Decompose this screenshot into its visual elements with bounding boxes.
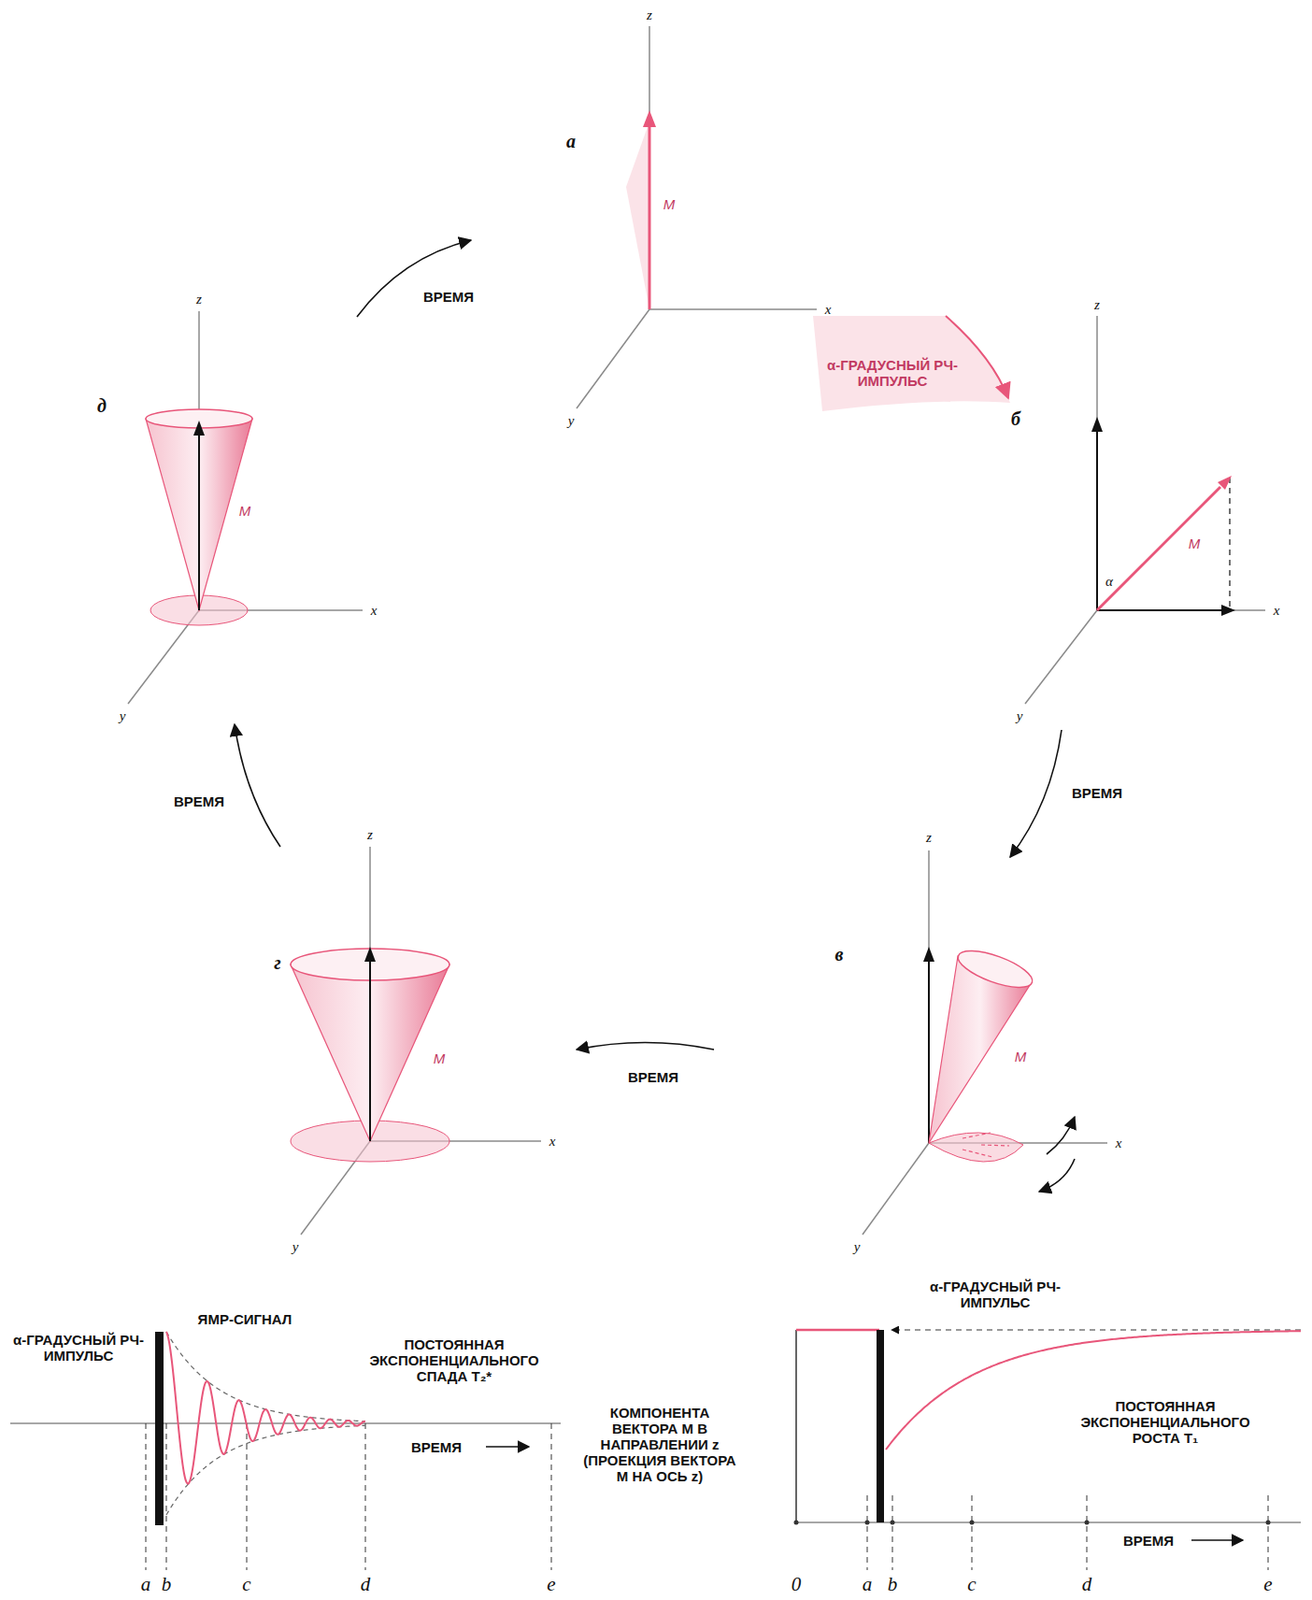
- time-label: ВРЕМЯ: [1123, 1532, 1174, 1549]
- cone-rim: [954, 942, 1038, 995]
- graph-note: ПОСТОЯННАЯ ЭКСПОНЕНЦИАЛЬНОГО СПАДА T₂*: [360, 1336, 548, 1384]
- pulse-label: α-ГРАДУСНЫЙ РЧ-ИМПУЛЬС: [822, 356, 963, 389]
- time-point-label: b: [887, 1572, 899, 1597]
- graph-note: ПОСТОЯННАЯ ЭКСПОНЕНЦИАЛЬНОГО РОСТА T₁: [1071, 1397, 1259, 1446]
- axis-label: z: [196, 291, 202, 308]
- vector-label: M: [1188, 535, 1201, 552]
- dephasing-fan: [928, 1132, 1024, 1162]
- panel-letter: а: [566, 130, 576, 153]
- time-label: ВРЕМЯ: [173, 793, 225, 810]
- rf-pulse-bar: [155, 1331, 164, 1526]
- time-markers: [145, 1423, 552, 1570]
- axis-label: z: [367, 827, 373, 843]
- time-axis: [10, 1422, 561, 1425]
- magnetization-vector: [648, 123, 652, 310]
- time-arrows: [234, 240, 1062, 1050]
- vector-label: M: [433, 1050, 446, 1067]
- signal-curve: [166, 1331, 366, 1484]
- axis-label: x: [825, 301, 832, 318]
- projection-line: [1228, 477, 1230, 611]
- fid-signal: [166, 1331, 366, 1515]
- axis-label: z: [1094, 297, 1100, 314]
- axes-a: [576, 26, 817, 409]
- time-label: ВРЕМЯ: [1071, 784, 1123, 801]
- equilibrium-line: [891, 1329, 1301, 1331]
- axes-d: [128, 311, 363, 704]
- vector-label: M: [663, 196, 676, 213]
- time-point-label: d: [360, 1572, 371, 1597]
- axis-label: x: [1115, 1135, 1123, 1152]
- time-label: ВРЕМЯ: [627, 1069, 679, 1085]
- time-point-label: c: [242, 1572, 251, 1597]
- time-point-label: d: [1082, 1572, 1093, 1597]
- recovery-curve: [885, 1330, 1301, 1450]
- panel-letter: в: [835, 943, 844, 966]
- z-arrow: [1096, 427, 1099, 611]
- t1-recovery: [885, 1330, 1301, 1450]
- vector-shade: [626, 121, 650, 310]
- rotation-arrow: [1039, 1158, 1075, 1192]
- time-point-label: a: [862, 1572, 873, 1597]
- z-arrow-head: [1091, 416, 1103, 432]
- precession-cone: [145, 418, 253, 611]
- z-arrow-head: [923, 946, 935, 962]
- time-axis: [796, 1521, 1301, 1524]
- panel-letter: б: [1011, 408, 1021, 430]
- rf-pulse-bar: [876, 1329, 885, 1523]
- axis-label: y: [119, 708, 127, 725]
- axis-label: z: [646, 7, 653, 24]
- axes-b: [1025, 315, 1266, 704]
- time-point-label: e: [1263, 1572, 1272, 1597]
- graph-note: α-ГРАДУСНЫЙ РЧ-ИМПУЛЬС: [925, 1278, 1066, 1311]
- axis-label: y: [292, 1239, 300, 1255]
- vector-label: M: [1014, 1048, 1027, 1065]
- z-arrow: [198, 431, 200, 611]
- axis-label: y: [568, 413, 575, 429]
- vector-head: [1217, 475, 1232, 490]
- time-point-label: a: [141, 1572, 152, 1597]
- tick-dots: [794, 1520, 1271, 1526]
- spin-arrows: [962, 1132, 1010, 1157]
- time-label: ВРЕМЯ: [411, 1439, 462, 1455]
- time-point-label: 0: [791, 1572, 802, 1597]
- graph-note: ЯМР-СИГНАЛ: [198, 1311, 293, 1327]
- decay-envelope: [166, 1331, 366, 1422]
- x-arrow: [1097, 609, 1225, 612]
- axis-label: z: [926, 829, 932, 846]
- z-arrow: [369, 957, 371, 1141]
- z-arrow-head: [193, 420, 205, 436]
- time-markers: [867, 1495, 1269, 1570]
- axis-label: x: [1273, 602, 1281, 619]
- axis-label: y: [1016, 708, 1024, 725]
- panel-letter: г: [273, 952, 281, 974]
- axis-label: y: [854, 1239, 861, 1255]
- axis-label: x: [370, 602, 378, 619]
- axis-label: x: [549, 1133, 557, 1150]
- panel-letter: д: [97, 395, 107, 417]
- axis-label: α: [1105, 573, 1113, 590]
- time-point-label: b: [161, 1572, 172, 1597]
- z-arrow-head: [364, 946, 376, 962]
- mz-plateau: [796, 1328, 880, 1332]
- magnetization-vector: [1097, 486, 1221, 611]
- vector-label: M: [239, 502, 252, 519]
- z-arrow: [927, 957, 930, 1143]
- graph-note: КОМПОНЕНТА ВЕКТОРА M В НАПРАВЛЕНИИ z (ПР…: [576, 1404, 743, 1484]
- time-point-label: e: [546, 1572, 556, 1597]
- x-arrow-head: [1221, 604, 1236, 616]
- graph-note: α-ГРАДУСНЫЙ РЧ-ИМПУЛЬС: [7, 1331, 150, 1364]
- time-arrow: [485, 1445, 529, 1448]
- axes-v: [862, 850, 1108, 1235]
- mz-axis: [795, 1329, 798, 1523]
- rotation-arrow: [1046, 1116, 1075, 1155]
- pulse-arrow-band: [812, 315, 1011, 412]
- time-arrow: [1191, 1539, 1243, 1541]
- time-label: ВРЕМЯ: [423, 288, 474, 305]
- vector-head: [642, 110, 656, 128]
- time-point-label: c: [967, 1572, 976, 1597]
